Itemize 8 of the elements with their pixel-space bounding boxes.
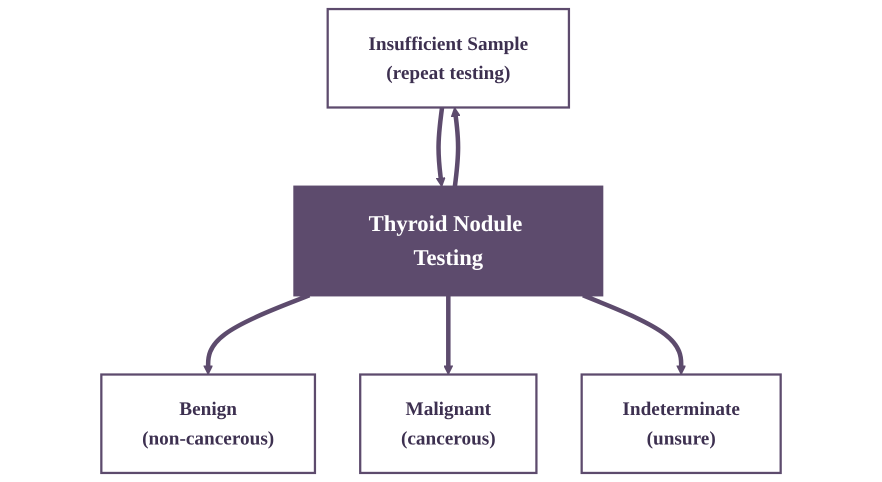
node-box: Indeterminate (unsure) xyxy=(580,373,782,474)
node-box: Malignant (cancerous) xyxy=(359,373,538,474)
arrow xyxy=(436,107,446,188)
node-box: Benign (non-cancerous) xyxy=(100,373,316,474)
node-box: Insufficient Sample (repeat testing) xyxy=(326,8,570,109)
arrow xyxy=(450,107,461,187)
arrow xyxy=(443,295,454,375)
node-box: Thyroid Nodule Testing xyxy=(293,186,604,296)
